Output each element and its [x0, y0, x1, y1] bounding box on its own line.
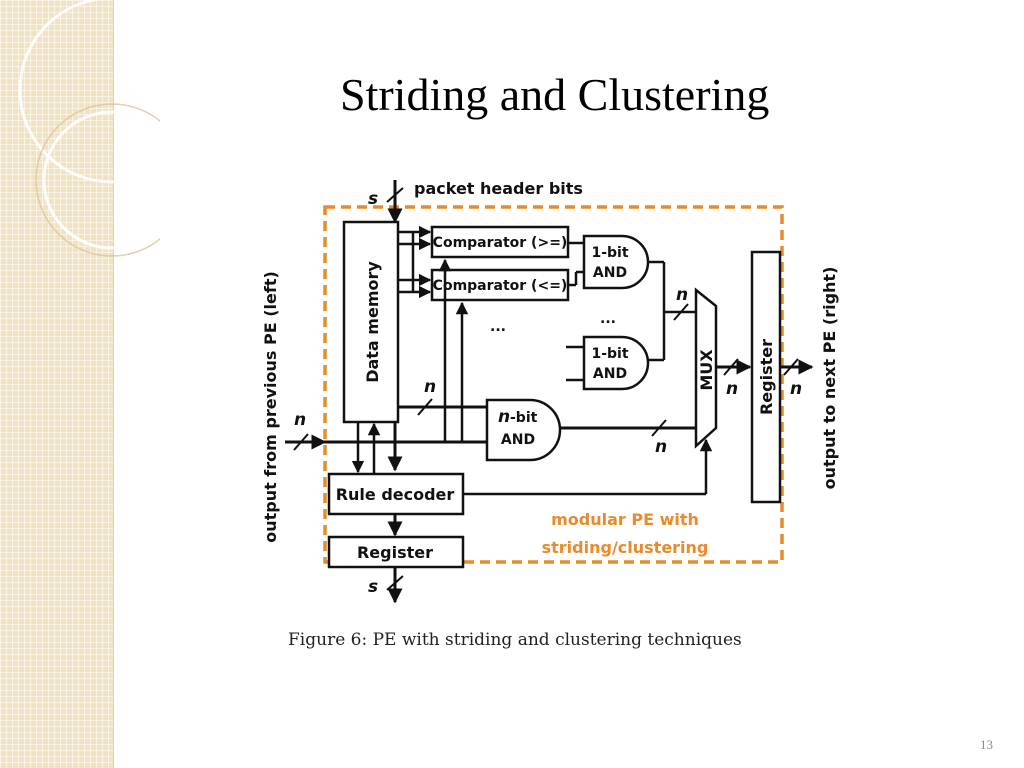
comparator-le-label: Comparator (<=) [433, 278, 568, 294]
n-input-label: n [294, 410, 306, 430]
mux-label: MUX [697, 349, 716, 391]
comparator-le: Comparator (<=) [430, 268, 570, 302]
slide-title: Striding and Clustering [340, 69, 770, 120]
register-right-block: Register [750, 250, 782, 504]
ellipsis-right: ... [600, 311, 616, 327]
n-memory-label: n [424, 377, 436, 397]
svg-text:1-bit: 1-bit [591, 346, 628, 362]
and-gate-1bit-top: 1-bit AND [582, 234, 650, 290]
svg-text:AND: AND [501, 432, 535, 448]
register-bottom-block: Register [327, 535, 465, 569]
nbit-and-to-mux [560, 419, 696, 437]
svg-text:n: n [498, 407, 510, 427]
figure-caption: Figure 6: PE with striding and clusterin… [288, 630, 742, 650]
page-number: 13 [980, 737, 993, 752]
decorative-circles [18, 0, 160, 257]
packet-header-label: packet header bits [414, 179, 583, 198]
s-top-label: s [368, 189, 378, 209]
and-to-mux-wires [648, 260, 696, 362]
input-taps [438, 258, 469, 442]
decoder-memory-wires [351, 422, 381, 474]
comparator-ge: Comparator (>=) [430, 225, 570, 259]
comparator-to-and-wires [568, 241, 584, 287]
output-next-label: output to next PE (right) [820, 267, 839, 490]
svg-text:AND: AND [593, 366, 627, 382]
register-right-label: Register [757, 339, 776, 415]
s-bottom-label: s [368, 577, 378, 597]
register-bottom-label: Register [357, 543, 433, 562]
n-output-label: n [790, 379, 802, 399]
n-and-out-label: n [655, 437, 667, 457]
decoder-to-mux-select [463, 438, 713, 496]
n-mux-top-label: n [676, 285, 688, 305]
input-from-previous-pe [285, 433, 487, 451]
output-to-next-pe [780, 358, 814, 376]
and-gate-1bit-bottom: 1-bit AND [566, 335, 650, 391]
memory-to-nbit-and [398, 398, 487, 416]
comparator-ge-label: Comparator (>=) [433, 235, 568, 251]
svg-text:-bit: -bit [510, 410, 538, 426]
data-memory-label: Data memory [363, 261, 382, 383]
svg-text:AND: AND [593, 265, 627, 281]
module-label-line1: modular PE with [551, 510, 699, 529]
memory-to-comparators [398, 225, 432, 299]
module-boundary [323, 205, 784, 564]
rule-decoder-block: Rule decoder [327, 472, 465, 516]
input-packet-header: s packet header bits [368, 179, 583, 224]
rule-decoder-label: Rule decoder [336, 485, 455, 504]
n-mux-out-label: n [726, 379, 738, 399]
data-memory-block: Data memory [342, 220, 400, 424]
output-prev-label: output from previous PE (left) [261, 271, 280, 543]
module-label-line2: striding/clustering [542, 538, 709, 557]
svg-text:1-bit: 1-bit [591, 245, 628, 261]
and-gate-nbit: n -bit AND [485, 398, 562, 462]
mux-to-register [716, 358, 752, 376]
output-s-bottom: s [368, 567, 404, 604]
ellipsis-left: ... [490, 319, 506, 335]
mux-block: MUX [694, 287, 718, 449]
